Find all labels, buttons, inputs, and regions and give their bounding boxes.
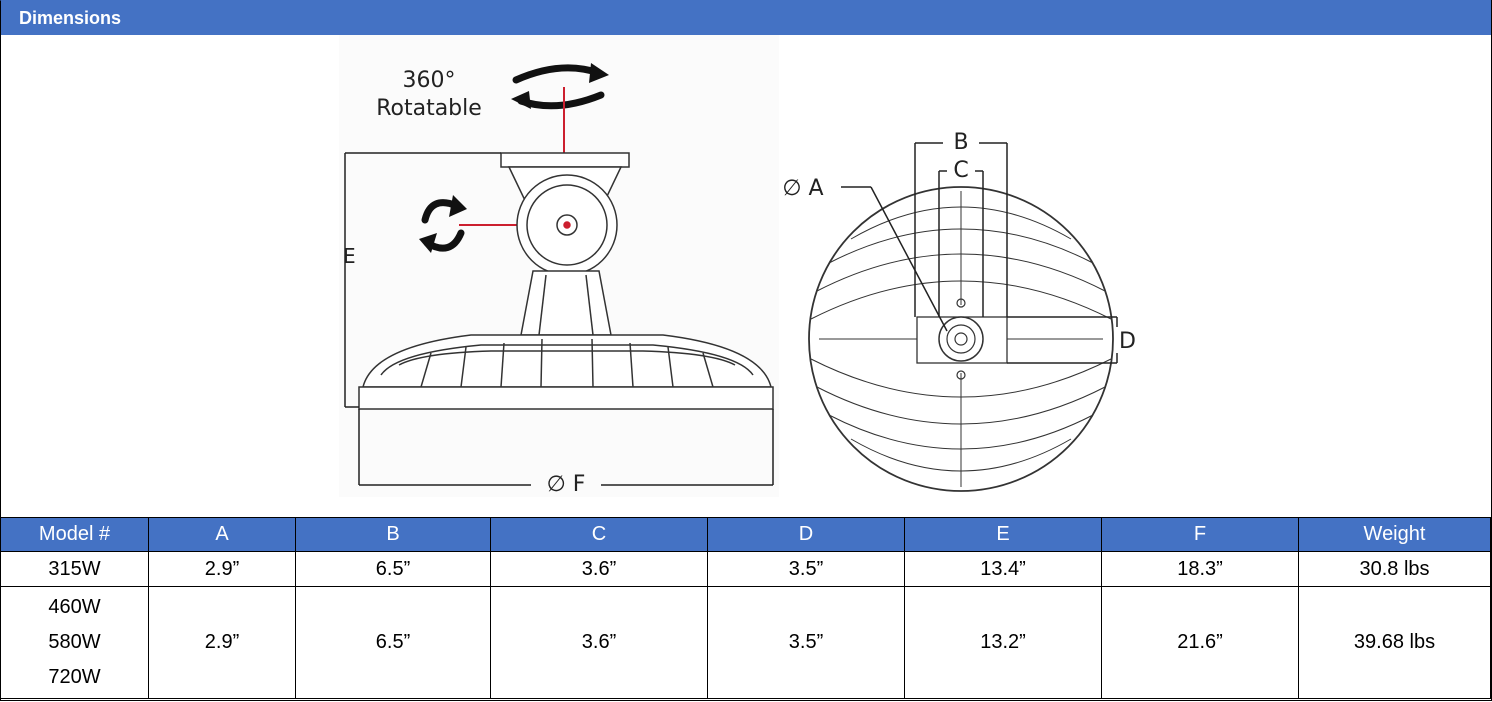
table-header-row: Model # A B C D E F Weight bbox=[0, 518, 1491, 552]
cell-B: 6.5” bbox=[295, 586, 491, 699]
cell-weight: 30.8 lbs bbox=[1298, 551, 1491, 587]
cell-E: 13.4” bbox=[904, 551, 1102, 587]
dimension-C-label: C bbox=[953, 158, 968, 183]
dimension-F-label: ∅ F bbox=[547, 472, 586, 497]
cell-A: 2.9” bbox=[148, 551, 296, 587]
dimensions-table: Model # A B C D E F Weight 315W 2.9” 6.5… bbox=[0, 518, 1491, 699]
front-view-disc bbox=[808, 186, 1114, 492]
header-weight: Weight bbox=[1298, 518, 1491, 552]
model-label: 720W bbox=[48, 666, 101, 688]
header-B: B bbox=[295, 518, 491, 552]
mounting-bracket bbox=[500, 152, 630, 336]
dimension-F-bracket bbox=[358, 409, 774, 486]
cell-weight: 39.68 lbs bbox=[1298, 586, 1491, 699]
dimension-A-leader bbox=[870, 186, 948, 332]
table-row: 315W 2.9” 6.5” 3.6” 3.5” 13.4” 18.3” 30.… bbox=[0, 551, 1491, 587]
tilt-rotate-icon bbox=[419, 195, 467, 253]
table-row: 460W 580W 720W 2.9” 6.5” 3.6” 3.5” 13.2”… bbox=[0, 586, 1491, 699]
rotate-360-icon bbox=[511, 63, 609, 110]
dimension-D-label: D bbox=[1119, 329, 1136, 354]
header-D: D bbox=[707, 518, 905, 552]
dimension-C-bracket bbox=[938, 170, 984, 317]
dimension-E-label: E bbox=[343, 244, 356, 268]
cell-A: 2.9” bbox=[148, 586, 296, 699]
cell-F: 21.6” bbox=[1101, 586, 1299, 699]
header-C: C bbox=[490, 518, 708, 552]
cell-F: 18.3” bbox=[1101, 551, 1299, 587]
cell-C: 3.6” bbox=[490, 551, 708, 587]
dimension-B-label: B bbox=[953, 130, 968, 155]
header-F: F bbox=[1101, 518, 1299, 552]
model-label: 580W bbox=[48, 631, 101, 653]
cell-D: 3.5” bbox=[707, 586, 905, 699]
rotate-label-line2: Rotatable bbox=[376, 96, 482, 121]
header-A: A bbox=[148, 518, 296, 552]
heatsink-housing bbox=[358, 334, 774, 410]
section-title: Dimensions bbox=[0, 0, 1491, 35]
cell-D: 3.5” bbox=[707, 551, 905, 587]
cell-B: 6.5” bbox=[295, 551, 491, 587]
dimension-D-bracket bbox=[1007, 316, 1118, 364]
fixture-drawing: 360° Rotatable bbox=[339, 35, 1136, 497]
header-E: E bbox=[904, 518, 1102, 552]
rotate-label-line1: 360° bbox=[403, 68, 456, 93]
cell-model: 315W bbox=[0, 551, 149, 587]
dimension-A-label: ∅ A bbox=[782, 176, 823, 201]
cell-C: 3.6” bbox=[490, 586, 708, 699]
cell-E: 13.2” bbox=[904, 586, 1102, 699]
cell-model: 460W 580W 720W bbox=[0, 586, 149, 699]
dimension-E-bracket bbox=[344, 152, 501, 408]
dimension-B-bracket bbox=[914, 142, 1008, 317]
dimension-diagram: 360° Rotatable bbox=[1, 35, 1491, 518]
model-label: 460W bbox=[48, 596, 101, 618]
header-model: Model # bbox=[0, 518, 149, 552]
